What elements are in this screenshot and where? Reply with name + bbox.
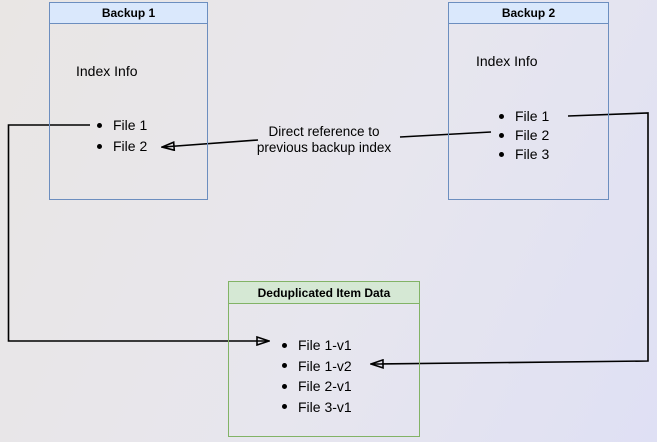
backup1-header: Backup 1 [50,3,207,24]
backup2-file-list: File 1 File 2 File 3 [497,107,549,164]
dedup-title: Deduplicated Item Data [257,285,391,300]
backup2-box: Backup 2 Index Info File 1 File 2 File 3 [448,2,609,200]
list-item: File 1 [95,115,147,136]
dedup-file-list: File 1-v1 File 1-v2 File 2-v1 File 3-v1 [280,335,352,417]
list-item: File 2 [95,136,147,157]
backup1-box: Backup 1 Index Info File 1 File 2 [49,2,208,200]
list-item: File 3 [497,145,549,164]
backup2-header: Backup 2 [449,3,608,24]
annotation-line1: Direct reference to [268,124,380,139]
list-item: File 1-v2 [280,356,352,377]
deduplicated-item-data-box: Deduplicated Item Data File 1-v1 File 1-… [228,281,420,437]
list-item: File 2 [497,126,549,145]
list-item: File 1 [497,107,549,126]
backup1-file-list: File 1 File 2 [95,115,147,157]
backup1-index-info-label: Index Info [76,63,138,79]
list-item: File 2-v1 [280,376,352,397]
dedup-header: Deduplicated Item Data [229,282,419,304]
reference-annotation: Direct reference to previous backup inde… [234,124,414,156]
backup1-title: Backup 1 [101,6,156,20]
backup2-title: Backup 2 [501,6,556,20]
annotation-line2: previous backup index [256,140,392,155]
list-item: File 1-v1 [280,335,352,356]
backup2-index-info-label: Index Info [476,53,538,69]
list-item: File 3-v1 [280,397,352,418]
